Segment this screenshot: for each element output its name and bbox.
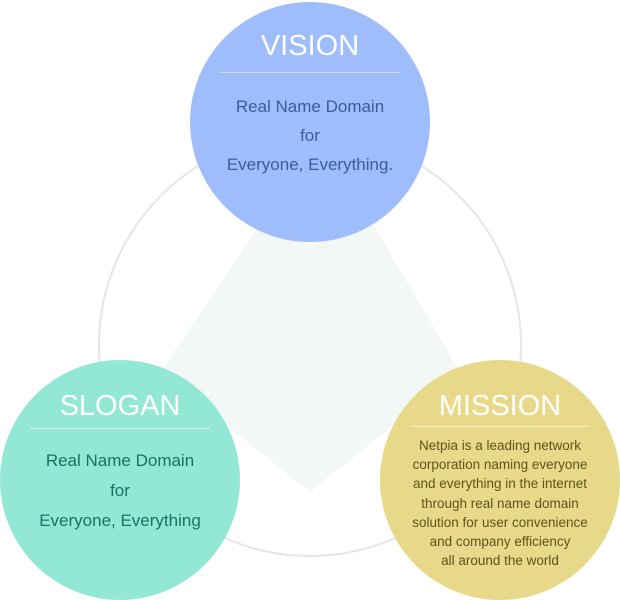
mission-title: MISSION [438, 390, 562, 422]
mission-circle: MISSION Netpia is a leading network corp… [380, 360, 620, 600]
vision-divider [220, 72, 400, 73]
vision-text: Real Name Domain for Everyone, Everythin… [226, 97, 394, 174]
center-triangle [160, 210, 460, 492]
slogan-circle: SLOGAN Real Name Domain for Everyone, Ev… [0, 360, 240, 600]
mission-text: Netpia is a leading network corporation … [412, 438, 588, 569]
slogan-text: Real Name Domain for Everyone, Everythin… [39, 451, 201, 530]
slogan-divider [30, 428, 210, 429]
vision-circle: VISION Real Name Domain for Everyone, Ev… [190, 2, 430, 242]
slogan-title: SLOGAN [59, 390, 181, 422]
mission-divider [410, 426, 590, 427]
vision-title: VISION [260, 30, 360, 62]
